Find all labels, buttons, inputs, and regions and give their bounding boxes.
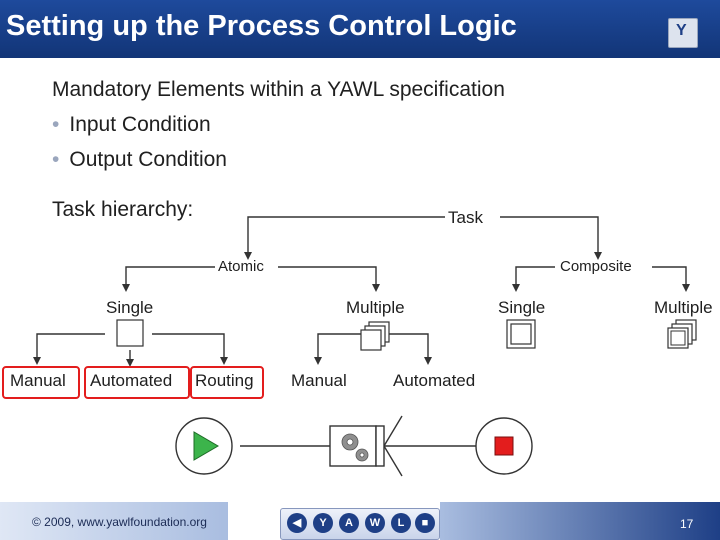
bullet-icon: • bbox=[52, 148, 60, 171]
edge-multiple-manual bbox=[317, 333, 362, 360]
leaf-multiple-manual: Manual bbox=[291, 371, 347, 390]
page-number: 17 bbox=[680, 517, 694, 531]
slide-title: Setting up the Process Control Logic bbox=[6, 10, 517, 42]
node-atomic-multiple: Multiple bbox=[346, 298, 405, 317]
edge-composite-single bbox=[515, 266, 555, 287]
footer-right-band bbox=[440, 502, 720, 540]
arrowhead bbox=[682, 284, 690, 292]
node-task: Task bbox=[448, 208, 483, 227]
node-atomic-single: Single bbox=[106, 298, 154, 317]
yawl-logo-icon: Y bbox=[668, 18, 698, 48]
end-stop-icon bbox=[494, 436, 514, 456]
bullet-item-output-condition: • Output Condition bbox=[52, 148, 227, 172]
edge-composite-multiple bbox=[652, 266, 687, 287]
arrowhead bbox=[220, 357, 228, 365]
task-hierarchy-label: Task hierarchy: bbox=[52, 198, 194, 221]
arrowhead bbox=[244, 252, 252, 260]
arrowhead bbox=[122, 284, 130, 292]
composite-single-task-icon bbox=[506, 319, 536, 349]
node-composite-multiple: Multiple bbox=[654, 298, 713, 317]
bullet-item-input-condition: • Input Condition bbox=[52, 113, 211, 137]
single-task-icon bbox=[116, 319, 144, 347]
leaf-manual: Manual bbox=[10, 371, 66, 390]
arrowhead bbox=[126, 359, 134, 367]
edge-task-atomic bbox=[247, 216, 445, 255]
copyright-text: © 2009, www.yawlfoundation.org bbox=[32, 515, 207, 529]
automated-highlight bbox=[84, 366, 190, 399]
node-atomic: Atomic bbox=[218, 258, 264, 275]
node-composite: Composite bbox=[560, 258, 632, 275]
start-play-icon bbox=[193, 431, 219, 461]
intro-text: Mandatory Elements within a YAWL specifi… bbox=[52, 78, 505, 101]
bullet-label: Output Condition bbox=[69, 148, 227, 171]
nav-letter-l[interactable]: L bbox=[391, 513, 411, 533]
composite-multiple-task-icon bbox=[667, 319, 697, 349]
bullet-label: Input Condition bbox=[69, 113, 211, 136]
multiple-task-icon bbox=[360, 321, 390, 351]
bullet-icon: • bbox=[52, 113, 60, 136]
leaf-routing: Routing bbox=[195, 371, 254, 390]
split-decorator bbox=[375, 425, 385, 467]
leaf-automated: Automated bbox=[90, 371, 173, 390]
nav-letter-w[interactable]: W bbox=[365, 513, 385, 533]
edge-atomic-single bbox=[125, 266, 215, 287]
gears-icon bbox=[341, 433, 369, 462]
arrowhead bbox=[512, 284, 520, 292]
leaf-multiple-automated: Automated bbox=[393, 371, 476, 390]
manual-highlight bbox=[2, 366, 80, 399]
edge-single-manual bbox=[36, 333, 105, 360]
nav-back-icon[interactable]: ◀ bbox=[287, 513, 307, 533]
arrowhead bbox=[594, 252, 602, 260]
edge-task-composite bbox=[500, 216, 599, 255]
nav-letter-y[interactable]: Y bbox=[313, 513, 333, 533]
nav-stop-icon[interactable]: ■ bbox=[415, 513, 435, 533]
edge-atomic-multiple bbox=[278, 266, 377, 287]
footer-left-band bbox=[0, 502, 228, 540]
node-composite-single: Single bbox=[498, 298, 546, 317]
split-branch-down bbox=[383, 445, 403, 477]
arrowhead bbox=[33, 357, 41, 365]
yawl-nav-bar: ◀ Y A W L ■ bbox=[280, 508, 440, 540]
split-branch-up bbox=[383, 415, 403, 447]
arrowhead bbox=[372, 284, 380, 292]
nav-letter-a[interactable]: A bbox=[339, 513, 359, 533]
arrowhead bbox=[424, 357, 432, 365]
slide-header: Setting up the Process Control Logic Y bbox=[0, 0, 720, 58]
routing-highlight bbox=[190, 366, 264, 399]
arrowhead bbox=[314, 357, 322, 365]
logo-letter: Y bbox=[676, 22, 687, 39]
edge-multiple-automated bbox=[388, 333, 429, 360]
edge-single-routing bbox=[152, 333, 225, 360]
